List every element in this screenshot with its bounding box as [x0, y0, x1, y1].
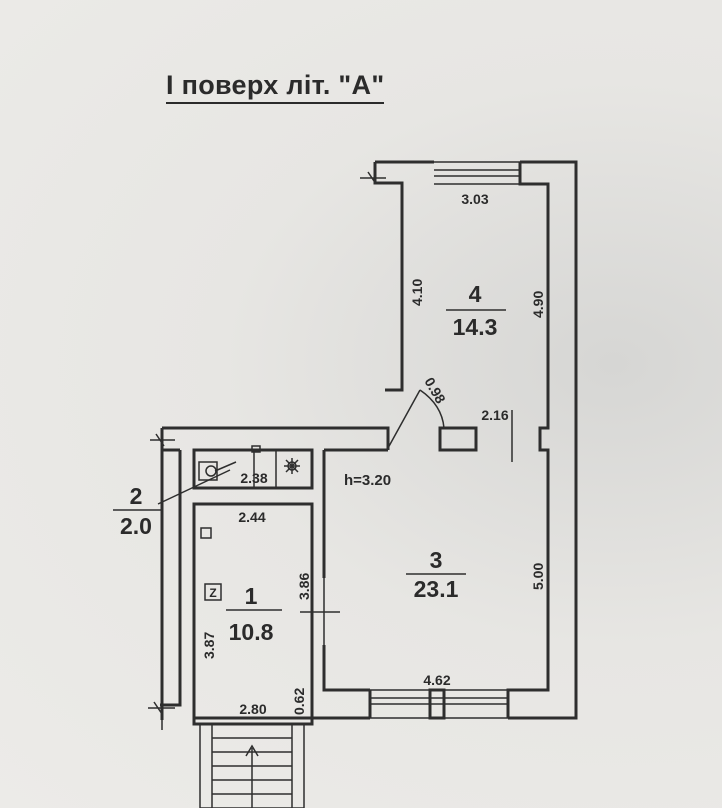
room-4-walls [373, 160, 578, 720]
corridor-walls [160, 426, 390, 720]
dim-room1-corner: 0.62 [291, 688, 307, 715]
window-room-3 [370, 688, 508, 720]
door-swing-room-4 [387, 389, 445, 449]
ceiling-height: h=3.20 [344, 472, 391, 489]
outlet-mark [200, 527, 212, 539]
room-2-walls [192, 448, 314, 490]
stairs [199, 723, 305, 808]
room-4-number: 4 [469, 281, 482, 307]
break-mark-bottom [148, 701, 175, 715]
break-mark-top [360, 171, 386, 185]
break-mark-left [150, 433, 175, 447]
dim-room1-bottom: 2.80 [239, 701, 266, 717]
dim-room3-right: 5.00 [530, 563, 546, 590]
room-4-area: 14.3 [453, 314, 498, 340]
stove-icon: Z [204, 583, 222, 601]
door-room-1-3 [300, 578, 340, 645]
room-2-number: 2 [130, 483, 143, 509]
room-1-number: 1 [245, 583, 258, 609]
dim-corridor: 2.16 [481, 407, 508, 423]
page-title: I поверх літ. "А" [166, 70, 385, 104]
toilet-icon [198, 461, 237, 481]
dim-room4-width: 3.03 [461, 191, 488, 207]
dim-door-diag: 0.98 [421, 375, 449, 407]
dim-room1-left: 3.87 [201, 632, 217, 659]
dim-room1-right: 3.86 [296, 573, 312, 600]
room-3-number: 3 [430, 547, 443, 573]
dim-room3-bottom: 4.62 [423, 672, 450, 688]
window-room-4 [434, 161, 520, 185]
room-2-leader-line [157, 469, 231, 505]
dim-room4-right: 4.90 [530, 291, 546, 318]
room-1-walls [160, 450, 370, 726]
light-fixture-icon [284, 458, 300, 474]
vent-mark [251, 445, 261, 453]
room-2-area: 2.0 [120, 513, 152, 539]
room-1-area: 10.8 [229, 619, 274, 645]
room-3-area: 23.1 [414, 576, 459, 602]
dim-room2-width: 2.38 [240, 470, 267, 486]
room-3-walls [322, 450, 372, 718]
dim-room1-top: 2.44 [238, 509, 265, 525]
svg-text:Z: Z [209, 586, 216, 600]
dim-room4-left: 4.10 [409, 279, 425, 306]
